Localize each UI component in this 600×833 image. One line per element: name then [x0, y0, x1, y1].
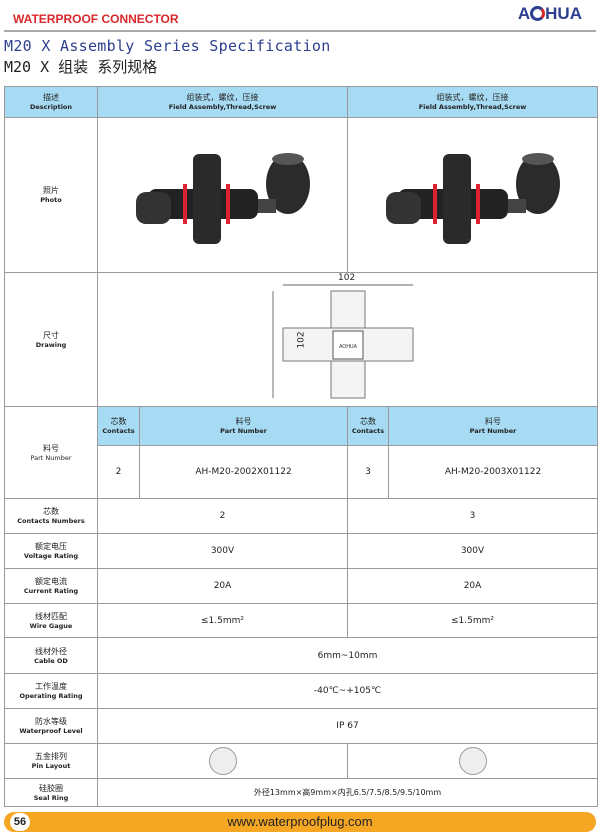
value: 3 [347, 498, 598, 534]
label-cn: 芯数 [360, 417, 376, 426]
label-cn: 料号 [485, 417, 501, 426]
label-en: Seal Ring [33, 793, 69, 802]
divider [4, 30, 596, 32]
label-en: Operating Rating [19, 692, 83, 700]
connector-photo [135, 152, 310, 244]
label-en: Description [29, 103, 73, 111]
width-dimension: 102 [338, 273, 356, 283]
label-cn: 芯数 [110, 417, 127, 426]
value: -40℃~+105℃ [97, 673, 598, 709]
value: 外径13mm×高9mm×内孔6.5/7.5/8.5/9.5/10mm [97, 778, 598, 807]
desc-cn: 组装式，螺纹，压接 [186, 93, 259, 102]
contacts-value: 3 [347, 445, 389, 499]
logo-mark-icon [530, 6, 546, 21]
desc-cn: 组装式，螺纹，压接 [436, 93, 509, 102]
label-cn: 五金排列 [35, 752, 67, 761]
page-title: M20 X Assembly Series Specification [4, 37, 331, 55]
pin-layout-2-icon [208, 747, 237, 775]
cross-drawing: AOHUA [272, 284, 413, 399]
label-cn: 额定电流 [35, 577, 67, 586]
value: 300V [97, 533, 348, 569]
value: 300V [347, 533, 598, 569]
label-cn: 照片 [43, 186, 59, 195]
value: 20A [97, 568, 348, 604]
label-cn: 额定电压 [35, 542, 67, 551]
label-en: Wire Gague [29, 621, 73, 630]
part-values-row: 2 AH-M20-2002X01122 3 AH-M20-2003X01122 [5, 445, 598, 499]
value: ≤1.5mm² [347, 603, 598, 638]
label-en: Part Number [30, 453, 72, 462]
value: 20A [347, 568, 598, 604]
label-en: Drawing [35, 340, 67, 349]
label-cn: 料号 [235, 417, 252, 426]
label-en: Voltage Rating [23, 552, 79, 560]
dimension-drawing: AOHUA 102 102 [97, 272, 598, 407]
label-cn: 线材匹配 [35, 611, 67, 621]
desc-en: Field Assembly,Thread,Screw [168, 103, 277, 111]
value: ≤1.5mm² [97, 603, 348, 638]
svg-text:AOHUA: AOHUA [338, 344, 357, 350]
label-en: Part Number [469, 427, 517, 435]
brand-label: WATERPROOF CONNECTOR [13, 12, 179, 26]
website-link[interactable]: www.waterproofplug.com [227, 814, 373, 829]
label-cn: 描述 [43, 93, 59, 102]
desc-en: Field Assembly,Thread,Screw [418, 103, 527, 111]
label-cn: 线材外径 [35, 646, 67, 656]
value: 6mm~10mm [97, 637, 598, 674]
label-cn: 防水等级 [35, 717, 67, 726]
label-en: Pin Layout [31, 762, 71, 770]
value: 2 [97, 498, 348, 534]
label-en: Waterproof Level [19, 727, 83, 735]
page-subtitle: M20 X 组装 系列规格 [4, 58, 158, 76]
label-cn: 硅胶圈 [39, 783, 63, 793]
label-en: Contacts [102, 427, 135, 435]
label-en: Contacts [351, 427, 385, 435]
label-en: Photo [40, 196, 62, 204]
label-cn: 芯数 [43, 507, 59, 516]
part-number: AH-M20-2002X01122 [139, 445, 348, 499]
pin-layout-3-icon [458, 747, 487, 775]
value: IP 67 [97, 708, 598, 744]
label-cn: 料号 [43, 443, 59, 453]
label-en: Cable OD [34, 656, 68, 665]
label-en: Contacts Numbers [17, 517, 85, 525]
label-cn: 尺寸 [43, 330, 59, 340]
height-dimension: 102 [296, 331, 307, 349]
contacts-value: 2 [97, 445, 140, 499]
label-cn: 工作温度 [35, 682, 67, 691]
label-en: Current Rating [23, 587, 79, 595]
connector-photo [385, 152, 560, 244]
part-number: AH-M20-2003X01122 [388, 445, 598, 499]
page-number: 56 [10, 813, 30, 831]
footer-bar: 56 www.waterproofplug.com [4, 812, 596, 832]
label-en: Part Number [220, 427, 267, 435]
